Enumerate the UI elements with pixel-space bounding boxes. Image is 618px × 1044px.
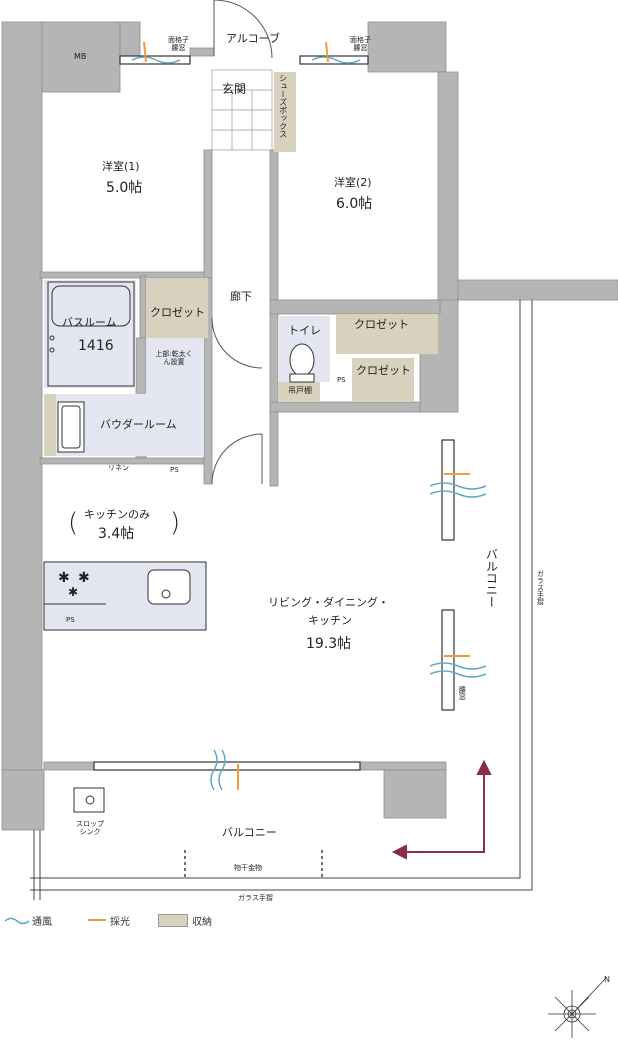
legend-ventilation: 通風 [4, 912, 52, 928]
ps-label-3: PS [66, 616, 75, 624]
shoe-box-label: シューズボックス [278, 74, 288, 138]
entrance-label: 玄関 [222, 82, 247, 96]
western-room-1-size: 5.0帖 [106, 180, 143, 196]
walls [1, 21, 618, 831]
balcony-outline [30, 300, 533, 900]
ldk-size: 19.3帖 [306, 636, 352, 652]
western-room-1-name: 洋室(1) [102, 160, 140, 173]
bathroom-name: バスルーム [62, 316, 117, 329]
closet-2-label: クロゼット [354, 318, 409, 331]
compass-icon: N [548, 975, 610, 1038]
lattice-window-left-label: 面格子 腰窓 [168, 36, 189, 53]
powder-room-label: バウダールーム [100, 418, 177, 431]
legend-storage-text: 収納 [192, 916, 212, 928]
toilet-bowl [289, 343, 315, 383]
balcony-bottom-label: バルコニー [222, 826, 277, 839]
storage-swatch [158, 913, 188, 927]
legend-storage: 収納 [158, 912, 212, 928]
lattice-window-right-label: 面格子 腰窓 [350, 36, 371, 53]
bathtub [47, 281, 135, 387]
ventilation-marks [131, 56, 487, 791]
svg-text:✱: ✱ [78, 570, 90, 586]
dryer-label: 上部:乾太くん設置 [155, 350, 193, 367]
daylight-icon [88, 919, 106, 921]
legend-ventilation-text: 通風 [32, 916, 52, 928]
ps-label-2: PS [337, 376, 346, 384]
ps-label-1: PS [170, 466, 179, 474]
slop-sink-label: スロップ シンク [76, 820, 104, 837]
balcony-side-label: バルコニー [484, 548, 499, 608]
legend-daylight-text: 採光 [110, 916, 130, 928]
kitchen-counter [43, 561, 207, 631]
stove-burners: ✱ ✱ ✱ [58, 570, 90, 599]
ldk-name-line2: キッチン [308, 614, 352, 627]
closet-3-label: クロゼット [356, 364, 411, 377]
clothes-hanger-label: 物干金物 [234, 864, 262, 872]
ventilation-icon [4, 917, 30, 925]
mb-label: MB [74, 52, 87, 61]
western-room-2-size: 6.0帖 [336, 196, 373, 212]
kitchen-only-size: 3.4帖 [98, 526, 135, 542]
kitchen-paren-left: ( [68, 508, 79, 538]
route-arrow [391, 759, 492, 860]
door-swings [211, 0, 273, 485]
washbasin [57, 401, 85, 453]
closet-1-label: クロゼット [150, 306, 205, 319]
slop-sink [73, 787, 105, 813]
alcove-label: アルコーブ [226, 32, 281, 45]
entrance-tiles [211, 69, 273, 151]
floor-fills [44, 72, 438, 630]
svg-text:N: N [604, 975, 610, 984]
balcony-dashed-lines [184, 850, 323, 880]
ldk-name-line1: リビング・ダイニング・ [268, 596, 389, 609]
daylight-marks [143, 41, 470, 790]
bathroom-size: 1416 [78, 338, 114, 354]
glass-rail-side-label: ガラス手摺 [536, 570, 545, 605]
linen-label: リネン [108, 464, 129, 472]
kitchen-paren-right: ) [170, 508, 181, 538]
glass-rail-bottom-label: ガラス手摺 [238, 894, 273, 902]
hanging-shelf-label: 吊戸棚 [288, 386, 312, 395]
western-room-2-name: 洋室(2) [334, 176, 372, 189]
toilet-label: トイレ [288, 324, 321, 337]
kitchen-only-name: キッチンのみ [84, 508, 150, 521]
waist-window-side-label: 腰窓 [458, 686, 467, 700]
svg-text:✱: ✱ [58, 570, 70, 586]
hallway-label: 廊下 [230, 290, 252, 303]
legend-daylight: 採光 [86, 912, 130, 928]
svg-text:✱: ✱ [68, 585, 78, 599]
